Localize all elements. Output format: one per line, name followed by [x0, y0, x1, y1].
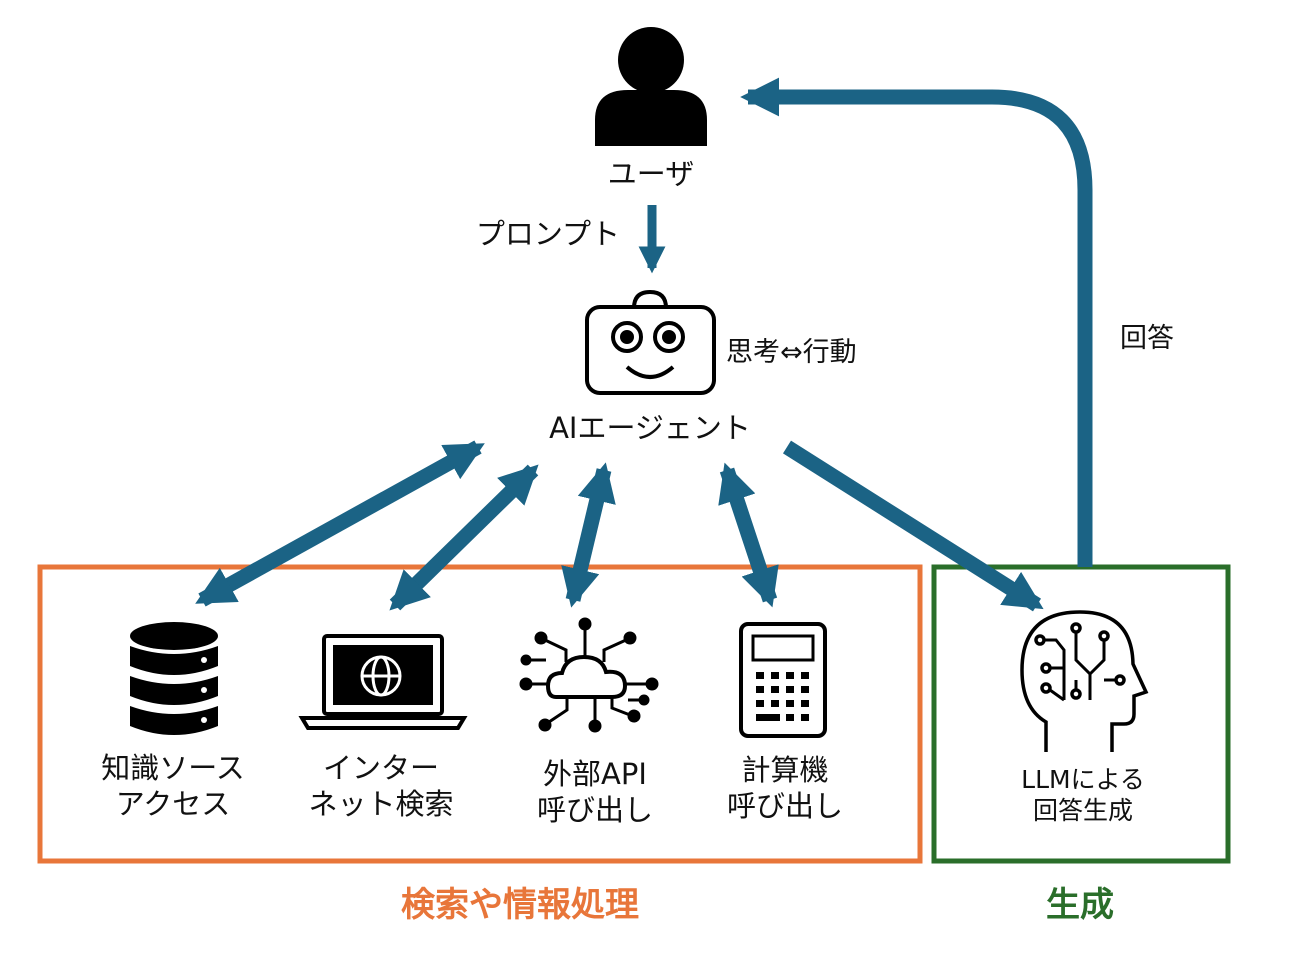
llm-label: LLMによる 回答生成 — [990, 764, 1176, 827]
arrow-calculator — [718, 462, 779, 608]
cloud-network-icon — [519, 617, 659, 733]
llm-line2: 回答生成 — [1032, 796, 1133, 826]
arrow-internet — [389, 464, 539, 611]
tool-api-line1: 外部API — [543, 757, 647, 791]
laptop-globe-icon — [298, 634, 468, 730]
arrow-knowledge — [195, 440, 485, 607]
ai-head-icon — [1020, 610, 1149, 752]
tool-knowledge-line1: 知識ソース — [101, 751, 245, 785]
tool-api-line2: 呼び出し — [536, 793, 653, 828]
tool-label-knowledge: 知識ソース アクセス — [70, 750, 276, 823]
arrow-api — [561, 462, 616, 608]
agent-label: AIエージェント — [549, 411, 751, 445]
answer-arrow — [740, 77, 1093, 567]
user-label: ユーザ — [607, 157, 695, 191]
thinking-action-label: 思考⇔行動 — [726, 337, 857, 368]
person-icon — [595, 27, 707, 146]
tool-label-calculator: 計算機 呼び出し — [690, 752, 880, 825]
arrow-to-llm — [782, 440, 1044, 612]
prompt-label: プロンプト — [475, 217, 621, 251]
tool-calculator-line2: 呼び出し — [726, 789, 843, 824]
robot-icon — [585, 289, 716, 395]
search-group-title: 検索や情報処理 — [401, 885, 639, 925]
answer-label: 回答 — [1120, 323, 1174, 354]
tool-internet-line2: ネット検索 — [308, 787, 454, 822]
tool-calculator-line1: 計算機 — [741, 753, 829, 787]
tool-label-internet: インター ネット検索 — [278, 750, 484, 823]
database-icon — [130, 622, 218, 735]
tool-knowledge-line2: アクセス — [115, 787, 231, 822]
tool-label-api: 外部API 呼び出し — [500, 756, 690, 829]
calculator-icon — [739, 622, 827, 738]
generate-group-title: 生成 — [1046, 885, 1114, 925]
tool-internet-line1: インター — [322, 751, 439, 785]
llm-line1: LLMによる — [1021, 765, 1145, 794]
